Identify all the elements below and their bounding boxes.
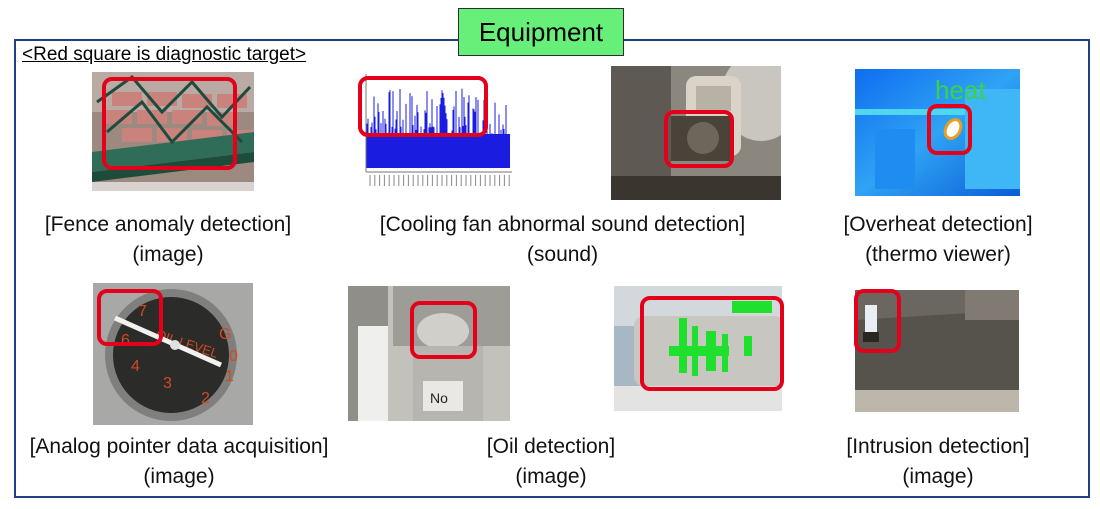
intrusion-target-box (854, 289, 901, 353)
svg-text:4: 4 (131, 358, 140, 375)
fan-image (611, 66, 781, 200)
oil-overlay-target-box (640, 296, 784, 391)
svg-text:7: 7 (138, 303, 147, 320)
caption-fence-label: [Fence anomaly detection] (44, 213, 292, 236)
caption-analog: [Analog pointer data acquisition] (image… (14, 432, 344, 492)
oil-target-box (410, 301, 477, 359)
oil-image: No (348, 286, 510, 421)
svg-text:0: 0 (229, 348, 238, 365)
caption-oil: [Oil detection] (image) (446, 432, 656, 492)
caption-fan: [Cooling fan abnormal sound detection] (… (360, 210, 765, 270)
fence-image (92, 72, 254, 191)
svg-text:6: 6 (121, 332, 130, 349)
fan-image-target-box (664, 110, 734, 168)
fan-sound-chart (352, 72, 516, 194)
caption-intrusion: [Intrusion detection] (image) (824, 432, 1052, 492)
fence-target-box (102, 77, 237, 170)
caption-fan-sub: (sound) (526, 243, 599, 266)
intrusion-image (855, 290, 1019, 412)
caption-intrusion-label: [Intrusion detection] (846, 435, 1030, 458)
caption-fence: [Fence anomaly detection] (image) (22, 210, 314, 270)
equipment-title: Equipment (458, 8, 624, 56)
thermo-overlay-text: heat (935, 75, 986, 105)
caption-overheat-label: [Overheat detection] (843, 213, 1033, 236)
caption-overheat-sub: (thermo viewer) (865, 243, 1011, 266)
caption-fence-sub: (image) (132, 243, 204, 266)
fan-target-box (358, 76, 488, 137)
caption-oil-label: [Oil detection] (486, 435, 616, 458)
gauge-target-box (97, 289, 163, 346)
caption-analog-label: [Analog pointer data acquisition] (29, 435, 329, 458)
thermo-image: heat (855, 69, 1020, 196)
svg-text:No: No (430, 390, 448, 406)
caption-intrusion-sub: (image) (902, 465, 974, 488)
svg-text:3: 3 (163, 375, 172, 392)
caption-analog-sub: (image) (143, 465, 215, 488)
caption-overheat: [Overheat detection] (thermo viewer) (820, 210, 1056, 270)
diagnostic-target-note: <Red square is diagnostic target> (22, 44, 307, 65)
svg-text:1: 1 (225, 368, 234, 385)
thermo-target-box (927, 104, 972, 155)
svg-text:2: 2 (201, 390, 210, 407)
caption-fan-label: [Cooling fan abnormal sound detection] (379, 213, 746, 236)
caption-oil-sub: (image) (515, 465, 587, 488)
svg-text:G: G (219, 326, 231, 343)
